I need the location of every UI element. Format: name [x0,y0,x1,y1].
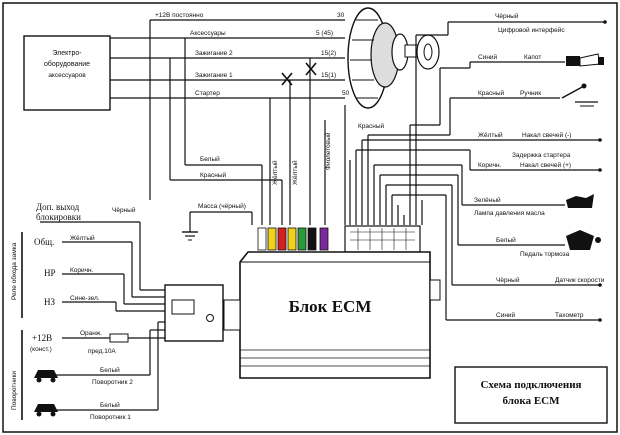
label-white-turn1: Белый [100,401,120,409]
pin-15-1: 15(1) [321,72,336,79]
label-relay-title: Реле обхода замка [10,242,18,300]
terminal-speed-icon [598,283,602,287]
connector-black [307,227,317,251]
left-wires [40,221,165,411]
label-black-speed: Чёрный [496,276,520,284]
label-white-turn2: Белый [100,366,120,374]
connector-white [257,227,267,251]
car-icon-turn2 [34,370,58,383]
label-ign2: Зажигание 2 [195,50,233,57]
label-turn1: Поворотник 1 [90,414,131,421]
label-turn-title: Поворотники [11,371,18,410]
oil-can-icon [566,194,594,208]
label-bluegreen: Сине-зел. [70,295,100,302]
label-ign1: Зажигание 1 [195,72,233,79]
label-black-digital: Чёрный [495,12,519,20]
electro-label-1: Электро- [52,50,82,57]
label-handbrake: Ручник [520,90,541,97]
caption-line-1: Схема подключения [480,379,581,391]
ignition-lock-icon [347,7,440,109]
hood-switch-icon [566,53,604,67]
handbrake-switch-icon [561,83,598,107]
label-extra-out: Доп. выход [36,202,80,212]
label-speed-sensor: Датчик скорости [555,277,605,284]
label-brake-pedal: Педаль тормоза [520,251,570,258]
label-hood: Капот [524,54,541,61]
left-connector [164,284,224,342]
terminal-candles-plus-icon [598,168,602,172]
label-candles-plus: Накал свечей (+) [520,161,571,169]
label-ground: Масса (чёрный) [198,202,246,210]
terminal-candles-minus-icon [598,138,602,142]
connector-yellow-2 [287,227,297,251]
label-no: НР [44,268,56,278]
label-blue-tacho: Синий [496,311,516,319]
pin-45: 5 (45) [316,30,333,37]
label-starter: Стартер [195,90,220,97]
label-digital-iface: Цифровой интерфейс [498,26,565,34]
terminal-digital-icon [603,20,607,24]
ignition-wires [110,19,345,225]
pin-50: 50 [342,90,350,97]
label-turn2: Поворотник 2 [92,379,133,386]
label-red-mid: Красный [200,171,227,179]
pin-15-2: 15(2) [321,50,336,57]
connector-green [297,227,307,251]
label-red-lock: Красный [358,122,385,130]
terminal-tacho-icon [598,318,602,322]
ecm-right-connector [344,225,421,253]
label-starter-delay: Задержка стартера [512,152,571,159]
electro-equipment-box [23,35,111,111]
label-block: блокировки [36,212,81,222]
electro-label-3: аксессуаров [48,72,86,79]
pin-30: 30 [337,12,345,19]
caption-box [454,366,608,424]
label-white-mid: Белый [200,155,220,163]
connector-red [277,227,287,251]
label-fuse: пред.10А [88,348,116,355]
label-blue-hood: Синий [478,53,498,61]
label-candles-minus: Накал свечей (-) [522,131,571,139]
label-brown-left: Коричн. [70,267,94,274]
electro-label-2: оборудование [44,60,90,68]
label-plus12: +12В постоянно [155,12,204,19]
label-tacho: Тахометр [555,312,584,319]
label-yellow-2: Жёлтый [291,160,299,185]
label-accessories: Аксессуары [190,30,226,37]
caption-line-2: блока ECM [503,395,561,407]
label-yellow-left: Жёлтый [70,234,95,242]
label-yellow-1: Жёлтый [271,160,279,185]
label-yellow-candles: Жёлтый [478,131,503,139]
label-white-brake: Белый [496,236,516,244]
label-red-hand: Красный [478,89,505,97]
ecm-top-connectors [257,227,329,251]
brake-pedal-icon [566,230,601,250]
label-common: Общ. [34,237,54,247]
label-oil-lamp: Лампа давления масла [474,210,545,217]
label-plus12b: +12В [32,333,52,343]
fuse-icon [109,333,129,343]
connector-violet [319,227,329,251]
ecm-block [223,251,441,379]
right-wire-bundle [349,21,605,321]
label-constant: (конст.) [30,346,52,353]
car-icon-turn1 [34,404,58,417]
label-black-left: Чёрный [112,206,136,214]
label-green: Зелёный [474,196,501,204]
label-brown: Коричн. [478,162,502,169]
ecm-title: Блок ECM [289,297,372,316]
label-nc: НЗ [44,297,55,307]
label-violet: Фиолетовый [324,132,332,170]
connector-yellow-1 [267,227,277,251]
label-orange: Оранж. [80,330,102,337]
